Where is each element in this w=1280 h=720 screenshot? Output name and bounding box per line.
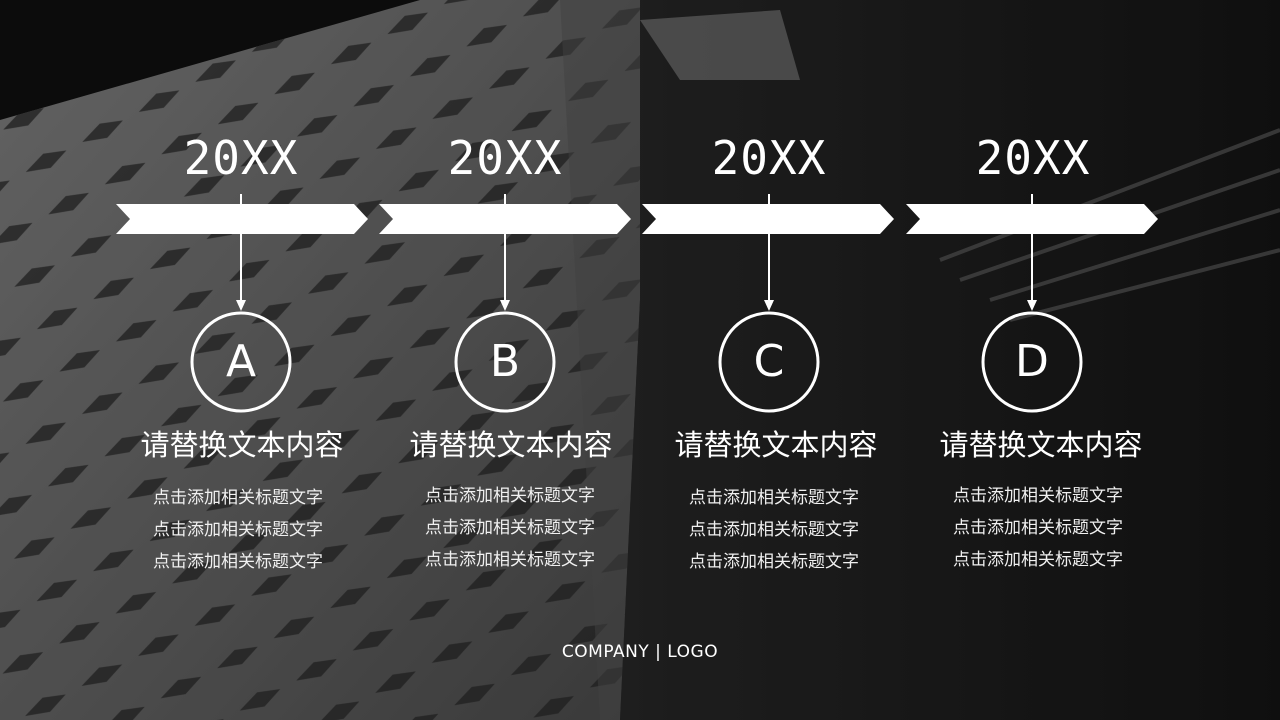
connector-arrowhead-2 bbox=[500, 300, 510, 311]
milestone-letter-1: A bbox=[225, 336, 257, 387]
connector-arrowhead-1 bbox=[236, 300, 246, 311]
milestone-letter-3: C bbox=[753, 336, 785, 387]
milestone-desc-4-line-1: 点击添加相关标题文字 bbox=[953, 486, 1123, 506]
milestone-heading-2: 请替换文本内容 bbox=[409, 428, 613, 462]
milestone-desc-3-line-3: 点击添加相关标题文字 bbox=[689, 552, 859, 572]
milestone-heading-1: 请替换文本内容 bbox=[140, 428, 344, 462]
milestone-desc-3-line-1: 点击添加相关标题文字 bbox=[689, 488, 859, 508]
connector-arrowhead-4 bbox=[1027, 300, 1037, 311]
milestone-desc-2-line-1: 点击添加相关标题文字 bbox=[425, 486, 595, 506]
year-label-2: 20XX bbox=[447, 131, 563, 185]
milestone-circle-1 bbox=[190, 311, 292, 413]
milestone-heading-4: 请替换文本内容 bbox=[939, 428, 1143, 462]
year-label-4: 20XX bbox=[975, 131, 1091, 185]
milestone-circle-2 bbox=[454, 311, 556, 413]
milestone-heading-3: 请替换文本内容 bbox=[674, 428, 878, 462]
milestone-desc-4-line-3: 点击添加相关标题文字 bbox=[953, 550, 1123, 570]
milestone-desc-1-line-2: 点击添加相关标题文字 bbox=[153, 520, 323, 540]
milestone-desc-2-line-3: 点击添加相关标题文字 bbox=[425, 550, 595, 570]
milestone-circle-3 bbox=[718, 311, 820, 413]
milestone-letter-2: B bbox=[489, 336, 521, 387]
milestone-desc-2-line-2: 点击添加相关标题文字 bbox=[425, 518, 595, 538]
milestone-desc-1-line-1: 点击添加相关标题文字 bbox=[153, 488, 323, 508]
year-label-1: 20XX bbox=[183, 131, 299, 185]
milestone-desc-4-line-2: 点击添加相关标题文字 bbox=[953, 518, 1123, 538]
milestone-letter-4: D bbox=[1015, 336, 1049, 387]
milestone-desc-1-line-3: 点击添加相关标题文字 bbox=[153, 552, 323, 572]
year-label-3: 20XX bbox=[711, 131, 827, 185]
milestone-desc-3-line-2: 点击添加相关标题文字 bbox=[689, 520, 859, 540]
connector-arrowhead-3 bbox=[764, 300, 774, 311]
milestone-circle-4 bbox=[981, 311, 1083, 413]
company-logo-footer: COMPANY | LOGO bbox=[561, 642, 719, 662]
